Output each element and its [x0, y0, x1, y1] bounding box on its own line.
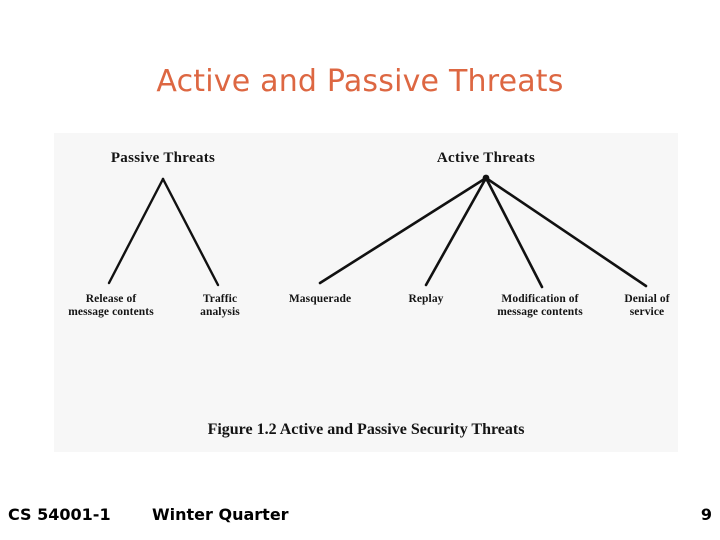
edge-passive-traffic [161, 177, 220, 287]
leaf-line-1: Traffic [202, 293, 238, 305]
leaf-line-1: Denial of [624, 293, 670, 305]
leaf-replay: Replay [380, 293, 472, 306]
leaf-denial-of-service: Denial of service [602, 293, 692, 319]
figure-caption: Figure 1.2 Active and Passive Security T… [207, 421, 525, 438]
edge-active-denial [484, 176, 648, 288]
leaf-release-of-message-contents: Release of message contents [49, 293, 173, 319]
footer-page-number: 9 [700, 505, 712, 524]
passive-threat-edges [107, 177, 220, 287]
leaf-line-2: message contents [497, 305, 583, 318]
leaf-line-1: Modification of [501, 293, 579, 305]
leaf-traffic-analysis: Traffic analysis [174, 293, 266, 319]
leaf-modification-of-message-contents: Modification of message contents [476, 293, 604, 319]
page-title: Active and Passive Threats [156, 64, 564, 99]
leaf-line-2: service [629, 305, 665, 318]
edge-passive-release [107, 177, 165, 285]
slide-footer: CS 54001-1 Winter Quarter 9 [0, 505, 720, 540]
node-passive-threats: Passive Threats [110, 150, 216, 166]
leaf-line-1: Release of [85, 293, 137, 305]
leaf-line-1: Masquerade [288, 293, 352, 305]
edge-active-modification [484, 176, 544, 289]
leaf-masquerade: Masquerade [264, 293, 376, 306]
threat-tree-diagram [107, 174, 648, 289]
active-threat-apex-node [482, 174, 490, 182]
footer-course-code: CS 54001-1 [8, 505, 111, 524]
edge-active-replay [424, 176, 488, 287]
figure-panel: Passive Threats Active Threats Release o… [54, 133, 678, 452]
leaf-line-1: Replay [408, 293, 444, 305]
leaf-line-2: message contents [68, 305, 154, 318]
active-threat-edges [318, 176, 648, 289]
edge-active-masquerade [318, 176, 488, 285]
footer-term: Winter Quarter [152, 505, 289, 524]
leaf-line-2: analysis [200, 305, 240, 318]
node-active-threats: Active Threats [436, 150, 536, 166]
